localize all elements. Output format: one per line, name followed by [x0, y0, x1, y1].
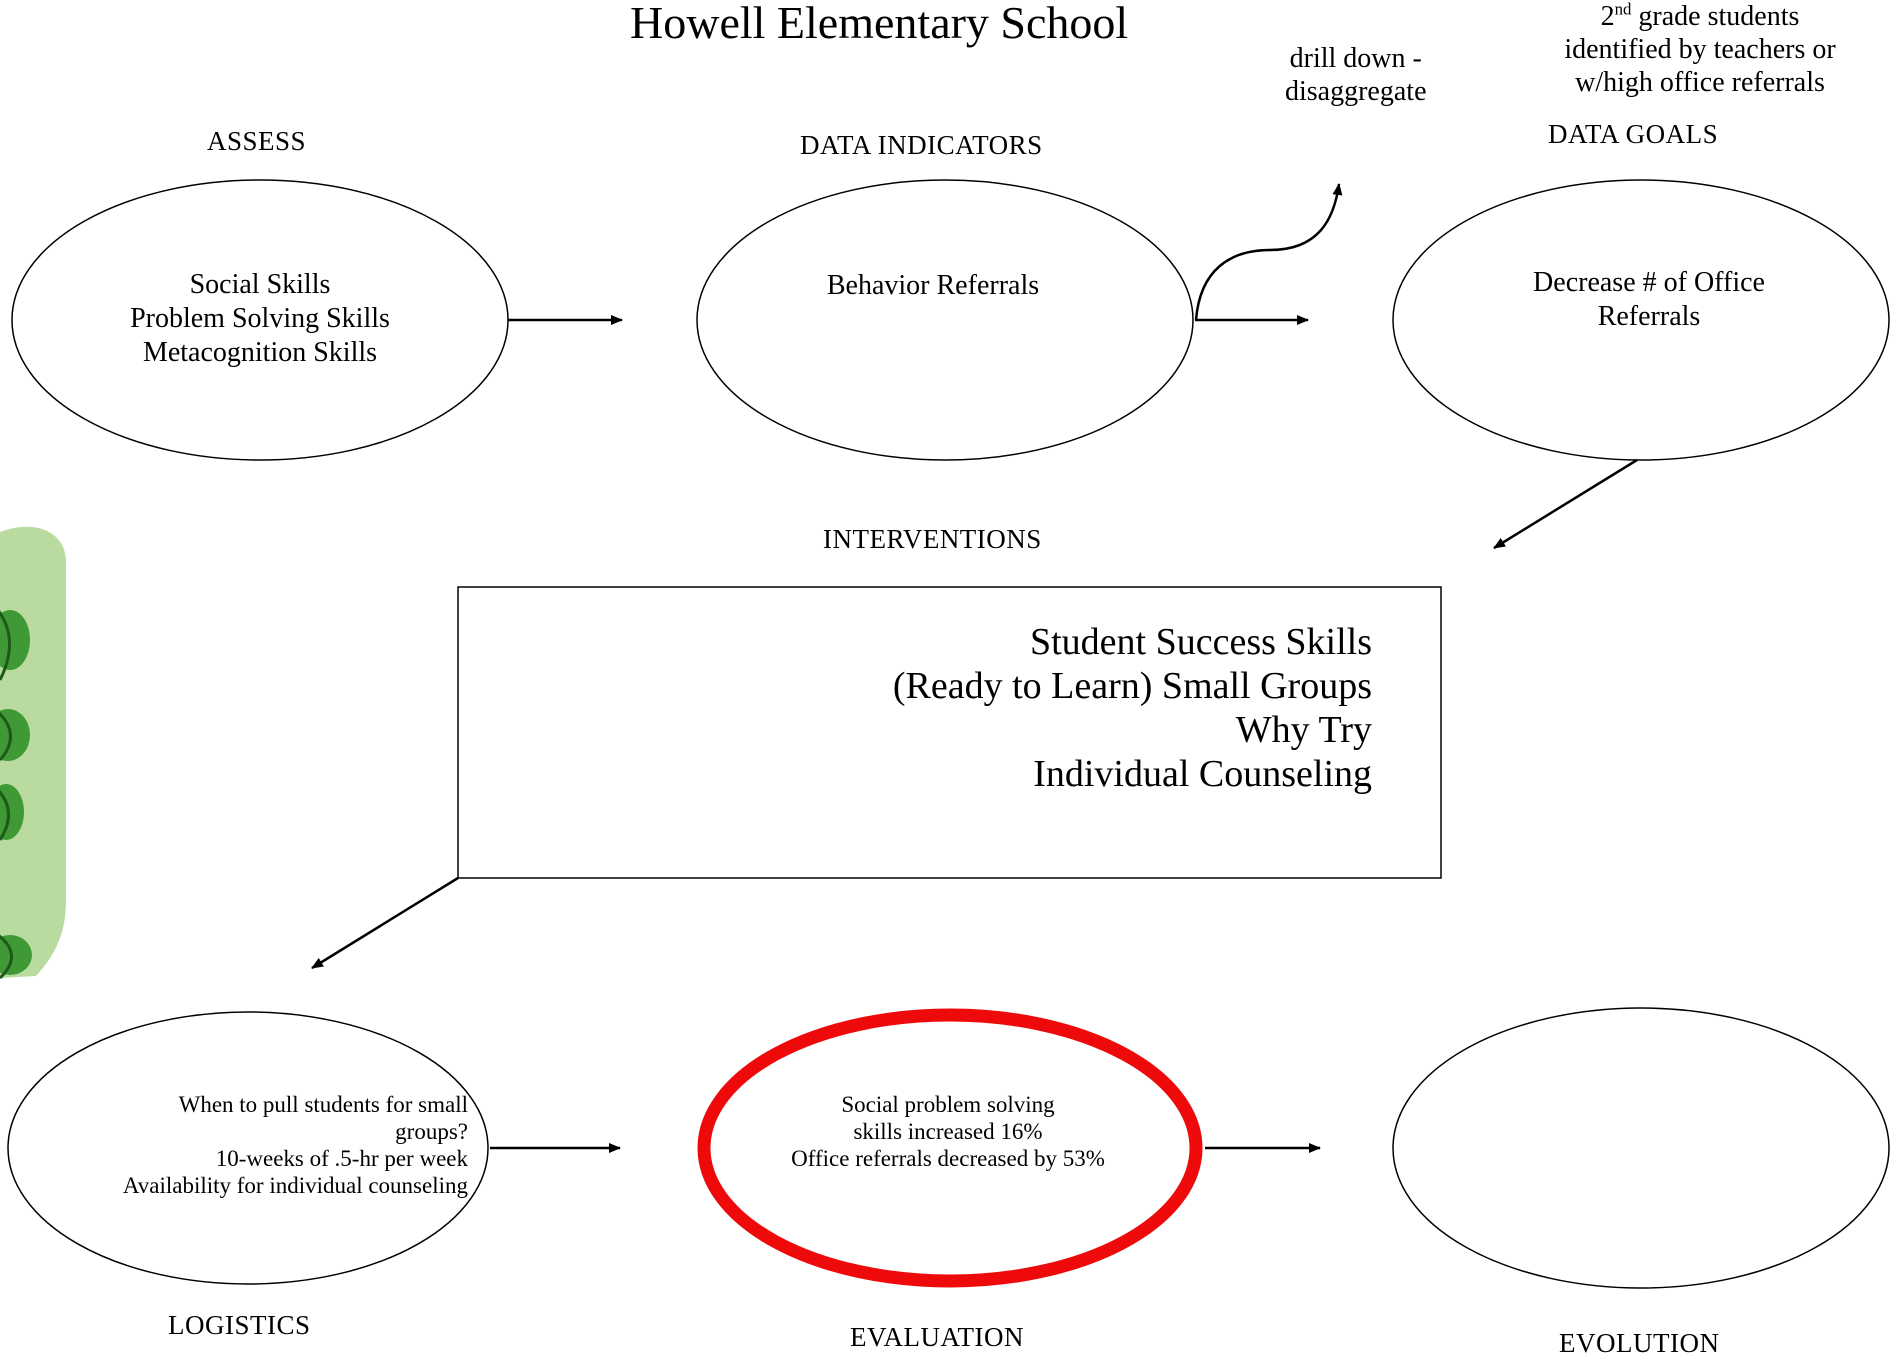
data-indicators-text: Behavior Referrals	[826, 270, 1040, 301]
logistics-ellipse	[7, 1011, 489, 1285]
heading-evaluation: EVALUATION	[850, 1322, 1024, 1352]
assess-text: Social Skills Problem Solving Skills Met…	[130, 269, 390, 368]
data-indicators-ellipse	[696, 179, 1194, 461]
arrow-drill-down	[1194, 183, 1343, 321]
heading-logistics: LOGISTICS	[168, 1310, 311, 1340]
heading-data-indicators: DATA INDICATORS	[800, 130, 1043, 160]
evaluation-text: Social problem solving skills increased …	[791, 1092, 1105, 1171]
heading-data-goals: DATA GOALS	[1548, 119, 1719, 149]
interventions-text: Student Success Skills (Ready to Learn) …	[892, 621, 1372, 795]
students-note-line1: grade students	[1631, 1, 1800, 32]
evaluation-ring	[697, 1008, 1203, 1288]
interventions-box	[457, 586, 1442, 879]
arrow-goals-to-interventions	[1493, 458, 1638, 550]
drill-down-note: drill down - disaggregate	[1285, 43, 1427, 107]
page-title: Howell Elementary School	[630, 0, 1129, 48]
data-goals-ellipse	[1392, 179, 1890, 461]
data-goals-text: Decrease # of Office Referrals	[1533, 267, 1765, 332]
students-note-rest: identified by teachers or w/high office …	[1564, 34, 1836, 98]
logistics-text: When to pull students for small groups? …	[122, 1092, 468, 1198]
leaf-clipart-icon	[0, 526, 66, 980]
students-note-ordinal-suffix: nd	[1614, 0, 1632, 19]
evolution-ellipse	[1392, 1007, 1890, 1289]
heading-assess: ASSESS	[207, 126, 307, 156]
heading-interventions: INTERVENTIONS	[823, 524, 1042, 554]
arrow-interventions-to-logistics	[311, 876, 459, 970]
heading-evolution: EVOLUTION	[1559, 1328, 1720, 1358]
students-note-ordinal: 2	[1600, 1, 1615, 32]
